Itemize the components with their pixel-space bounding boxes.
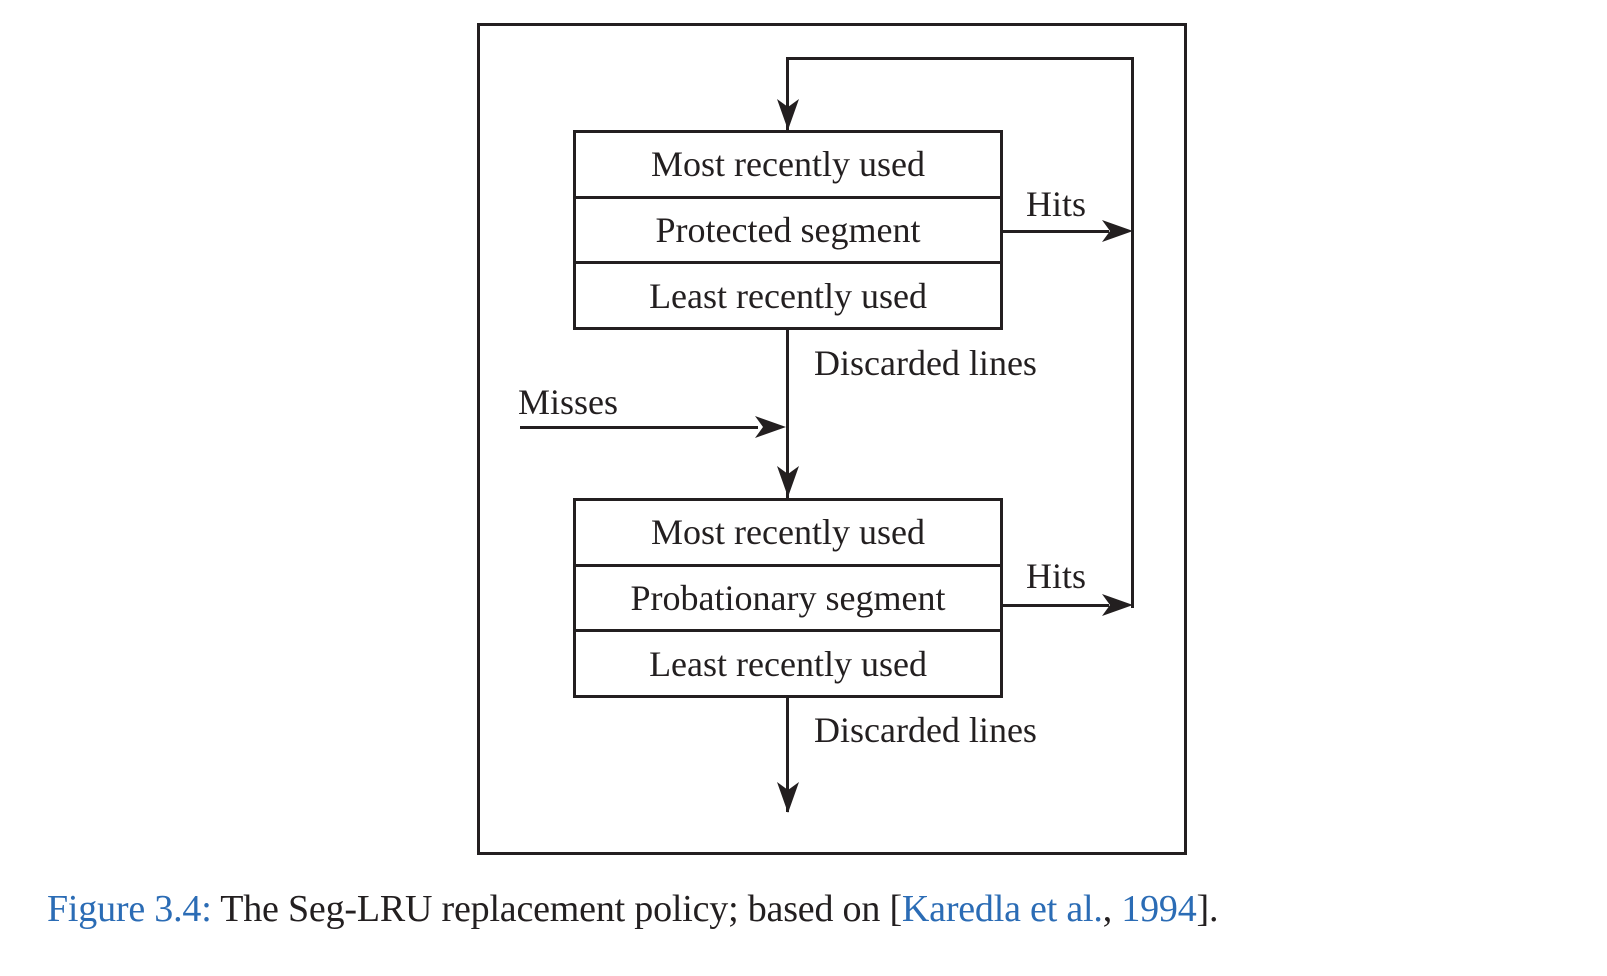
hits-bottom-line bbox=[1003, 604, 1109, 607]
return-line-top-horizontal bbox=[786, 57, 1134, 60]
protected-segment-box: Most recently used Protected segment Lea… bbox=[573, 130, 1003, 330]
arrowhead-right-hits-top-icon bbox=[1102, 220, 1133, 242]
hits-top-line bbox=[1003, 230, 1109, 233]
protected-lru-row: Least recently used bbox=[576, 261, 1000, 327]
caption-text-before-citation: The Seg-LRU replacement policy; based on… bbox=[211, 888, 902, 930]
arrowhead-down-discard-bottom-icon bbox=[777, 782, 799, 813]
hits-bottom-label: Hits bbox=[1025, 556, 1086, 596]
arrowhead-down-into-probationary-icon bbox=[777, 466, 799, 497]
return-line-entry-vertical bbox=[786, 57, 789, 130]
caption-text-after-citation: ]. bbox=[1196, 888, 1219, 930]
discard-line-top bbox=[786, 330, 789, 498]
probationary-lru-row: Least recently used bbox=[576, 629, 1000, 695]
protected-segment-row: Protected segment bbox=[576, 195, 1000, 262]
discarded-lines-top-label: Discarded lines bbox=[814, 343, 1037, 383]
citation-separator: , bbox=[1102, 888, 1122, 930]
discard-line-bottom bbox=[786, 698, 789, 812]
diagram-frame bbox=[477, 23, 1187, 855]
protected-mru-row: Most recently used bbox=[651, 144, 925, 185]
figure-number-label: Figure 3.4: bbox=[47, 888, 212, 930]
probationary-mru-row: Most recently used bbox=[651, 512, 925, 553]
probationary-segment-row: Probationary segment bbox=[576, 563, 1000, 630]
hits-top-label: Hits bbox=[1025, 184, 1086, 224]
misses-label: Misses bbox=[518, 382, 619, 422]
arrowhead-down-into-protected-icon bbox=[777, 99, 799, 130]
discarded-lines-bottom-label: Discarded lines bbox=[814, 710, 1037, 750]
figure-caption: Figure 3.4: The Seg-LRU replacement poli… bbox=[47, 886, 1218, 932]
probationary-segment-box: Most recently used Probationary segment … bbox=[573, 498, 1003, 698]
misses-line bbox=[520, 426, 758, 429]
arrowhead-right-misses-icon bbox=[755, 416, 786, 438]
arrowhead-right-hits-bottom-icon bbox=[1102, 594, 1133, 616]
citation-authors-link[interactable]: Karedla et al. bbox=[901, 888, 1103, 930]
citation-year-link[interactable]: 1994 bbox=[1121, 888, 1197, 930]
return-line-right-vertical bbox=[1131, 57, 1134, 608]
